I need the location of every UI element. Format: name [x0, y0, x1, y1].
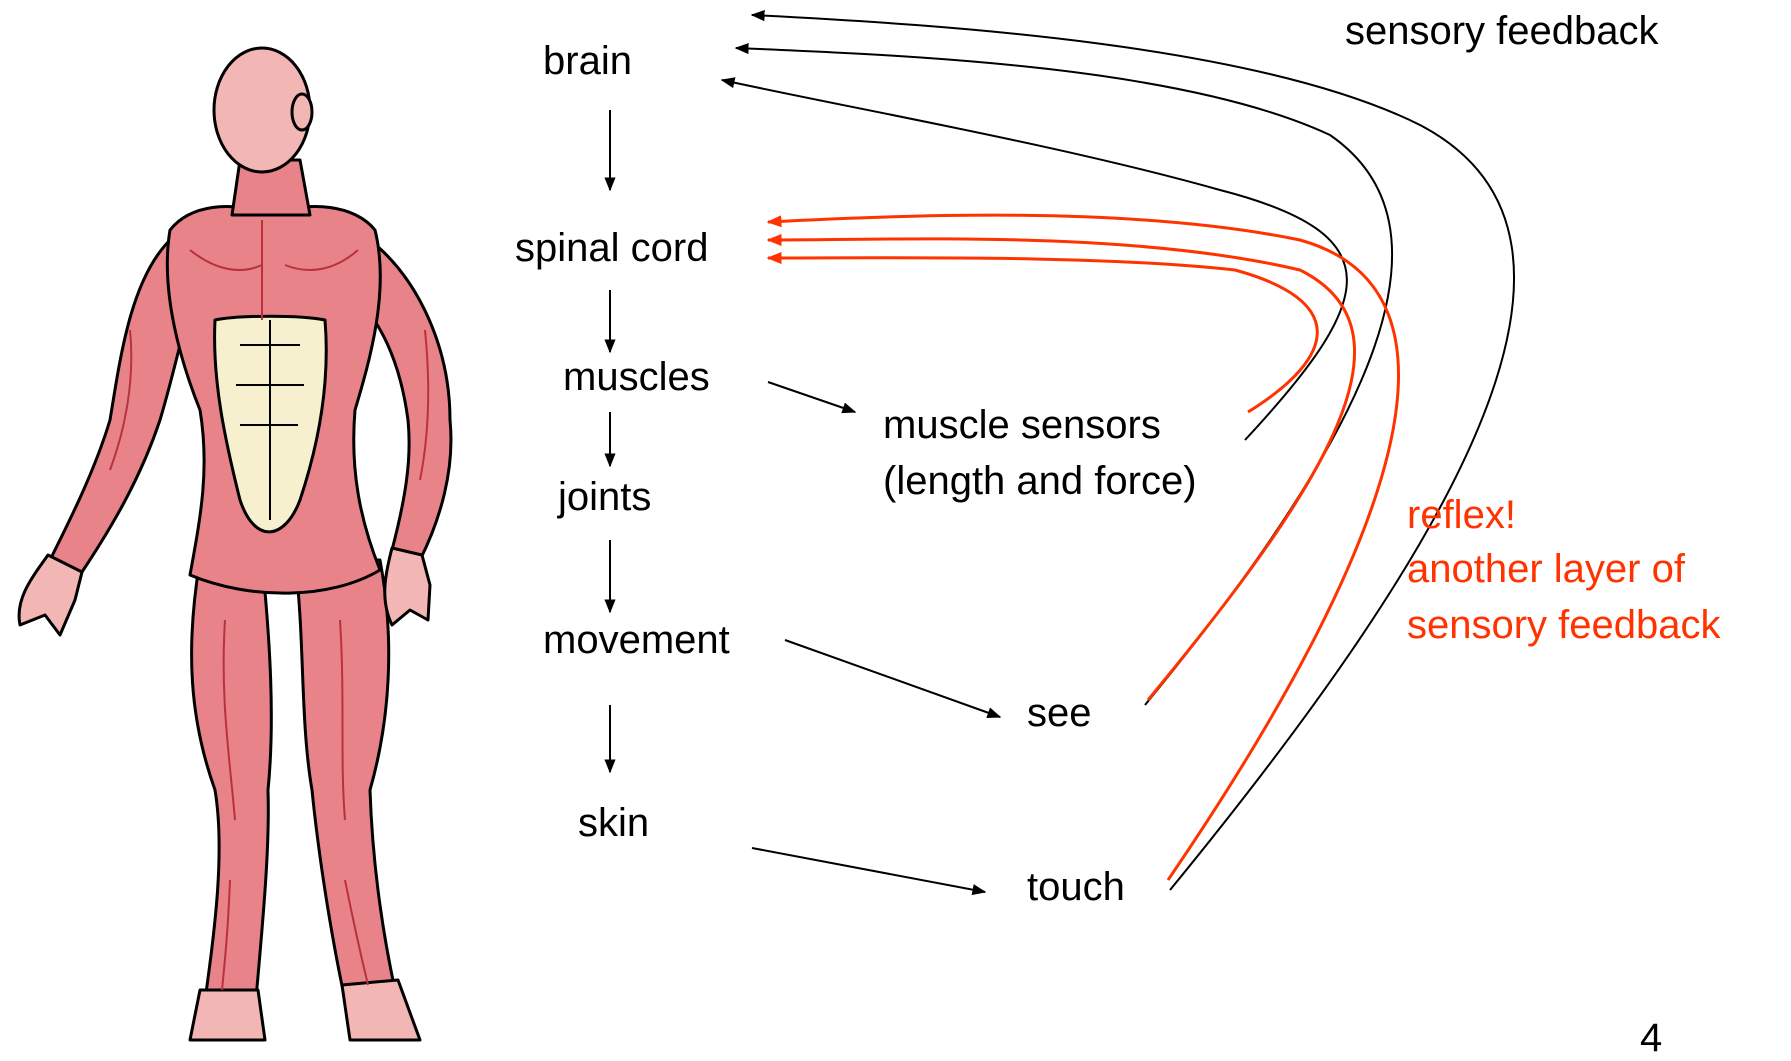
label-muscle-sensors-detail: (length and force) [883, 458, 1197, 504]
label-skin: skin [578, 800, 649, 846]
label-joints: joints [558, 474, 651, 520]
feedback-touch-to-brain [752, 15, 1514, 890]
label-movement: movement [543, 617, 730, 663]
reflex-touch-to-spinal-cord [768, 215, 1399, 880]
arrow-movement-to-see [785, 640, 1000, 717]
label-reflex-line3: sensory feedback [1407, 602, 1721, 648]
arrow-muscles-to-sensors [768, 382, 855, 412]
label-sensory-feedback: sensory feedback [1345, 8, 1659, 54]
arrow-skin-to-touch [752, 848, 985, 892]
label-reflex: reflex! [1407, 492, 1516, 538]
label-see: see [1027, 690, 1092, 736]
label-reflex-line2: another layer of [1407, 546, 1685, 592]
label-muscles: muscles [563, 354, 710, 400]
page-number: 4 [1640, 1015, 1662, 1061]
label-spinal-cord: spinal cord [515, 225, 708, 271]
label-muscle-sensors: muscle sensors [883, 402, 1161, 448]
label-touch: touch [1027, 864, 1125, 910]
label-brain: brain [543, 38, 632, 84]
reflex-sensors-to-spinal-cord [768, 258, 1317, 412]
